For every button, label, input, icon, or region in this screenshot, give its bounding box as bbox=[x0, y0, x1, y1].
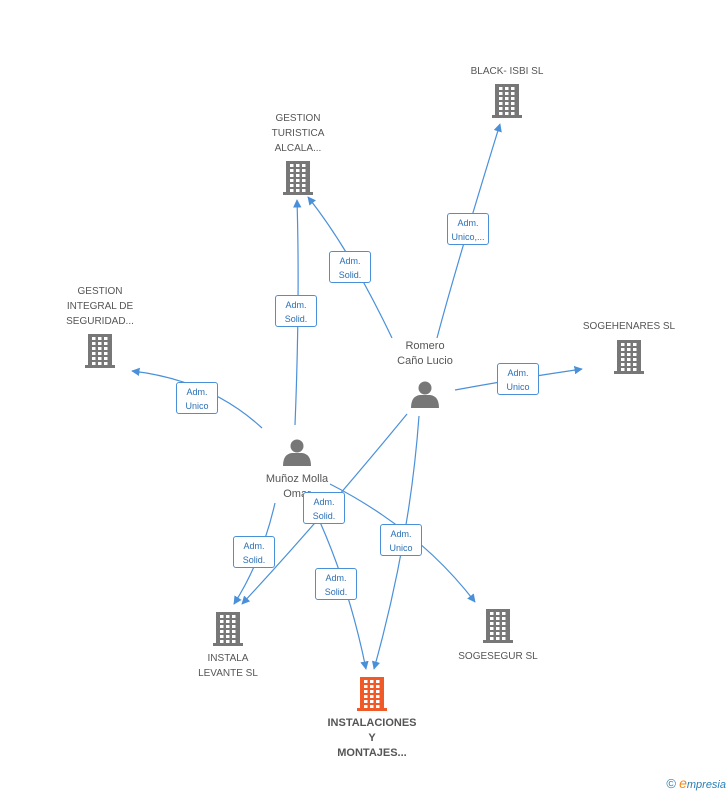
relation-badge[interactable]: Adm. Solid. bbox=[315, 568, 357, 600]
building-icon[interactable] bbox=[614, 340, 644, 374]
relation-badge-line: Adm. bbox=[285, 300, 307, 310]
company-label-line: MONTAJES... bbox=[337, 747, 407, 759]
relation-badge-line: Unico bbox=[506, 382, 530, 392]
relation-badge-line: Adm. bbox=[313, 497, 335, 507]
relation-badge-line: Adm. bbox=[457, 218, 479, 228]
company-label-line: SOGEHENARES SL bbox=[582, 321, 676, 332]
brand-initial: e bbox=[679, 775, 687, 791]
building-icon[interactable] bbox=[85, 334, 115, 368]
relation-badge-line: Adm. bbox=[325, 573, 347, 583]
company-label[interactable]: GESTION TURISTICA ALCALA... bbox=[272, 111, 325, 156]
relation-badge[interactable]: Adm. Unico bbox=[380, 524, 422, 556]
footer-brand[interactable]: © empresia bbox=[666, 775, 726, 791]
copyright-symbol: © bbox=[666, 776, 677, 791]
company-label-line: Y bbox=[368, 732, 376, 744]
relation-badge-line: Unico,... bbox=[451, 232, 485, 242]
company-label-line: GESTION bbox=[275, 113, 321, 124]
building-icon[interactable] bbox=[357, 677, 387, 711]
company-label-line: ALCALA... bbox=[274, 143, 322, 154]
company-label-line: GESTION bbox=[77, 286, 123, 297]
relation-badge[interactable]: Adm. Unico,... bbox=[447, 213, 489, 245]
building-icon[interactable] bbox=[213, 612, 243, 646]
nodes-layer bbox=[85, 84, 644, 711]
relation-badge-line: Adm. bbox=[390, 529, 412, 539]
relation-badge[interactable]: Adm. Solid. bbox=[303, 492, 345, 524]
relation-badge-line: Adm. bbox=[339, 256, 361, 266]
relation-badge-line: Solid. bbox=[284, 314, 308, 324]
relation-badge-line: Solid. bbox=[338, 270, 362, 280]
company-label[interactable]: SOGESEGUR SL bbox=[458, 649, 537, 664]
building-icon[interactable] bbox=[283, 161, 313, 195]
relation-badge-line: Adm. bbox=[507, 368, 529, 378]
person-icon[interactable] bbox=[283, 439, 311, 467]
brand-name: mpresia bbox=[686, 779, 726, 791]
building-icon[interactable] bbox=[492, 84, 522, 118]
relation-badge[interactable]: Adm. Unico bbox=[176, 382, 218, 414]
company-label-line: SOGESEGUR SL bbox=[458, 651, 538, 662]
relation-badge-line: Adm. bbox=[243, 541, 265, 551]
relation-badge[interactable]: Adm. Solid. bbox=[233, 536, 275, 568]
relation-badge-line: Unico bbox=[185, 401, 209, 411]
company-label-line: TURISTICA bbox=[271, 128, 325, 139]
company-label[interactable]: INSTALACIONES Y MONTAJES... bbox=[327, 716, 416, 761]
company-label[interactable]: INSTALA LEVANTE SL bbox=[198, 651, 258, 681]
building-icon[interactable] bbox=[483, 609, 513, 643]
relation-badge-line: Solid. bbox=[324, 587, 348, 597]
company-label-line: INSTALA bbox=[207, 653, 249, 664]
company-label-line: LEVANTE SL bbox=[198, 668, 258, 679]
relation-badge[interactable]: Adm. Solid. bbox=[329, 251, 371, 283]
relation-badge-line: Adm. bbox=[186, 387, 208, 397]
person-label-line: Caño Lucio bbox=[397, 355, 453, 367]
relation-badge[interactable]: Adm. Unico bbox=[497, 363, 539, 395]
company-label-line: BLACK- ISBI SL bbox=[470, 66, 544, 77]
company-label-line: SEGURIDAD... bbox=[66, 316, 134, 327]
relation-edge bbox=[436, 123, 502, 339]
company-label-line: INSTALACIONES bbox=[327, 717, 417, 729]
person-label-line: Romero bbox=[405, 340, 445, 352]
company-label-line: INTEGRAL DE bbox=[66, 301, 134, 312]
company-label[interactable]: GESTION INTEGRAL DE SEGURIDAD... bbox=[66, 284, 134, 329]
person-label-line: Muñoz Molla bbox=[265, 473, 329, 485]
company-label[interactable]: SOGEHENARES SL bbox=[583, 319, 675, 334]
relation-badge-line: Solid. bbox=[312, 511, 336, 521]
relation-badge-line: Unico bbox=[389, 543, 413, 553]
company-label[interactable]: BLACK- ISBI SL bbox=[471, 64, 544, 79]
relation-badge[interactable]: Adm. Solid. bbox=[275, 295, 317, 327]
relation-badge-line: Solid. bbox=[242, 555, 266, 565]
person-icon[interactable] bbox=[411, 381, 439, 409]
